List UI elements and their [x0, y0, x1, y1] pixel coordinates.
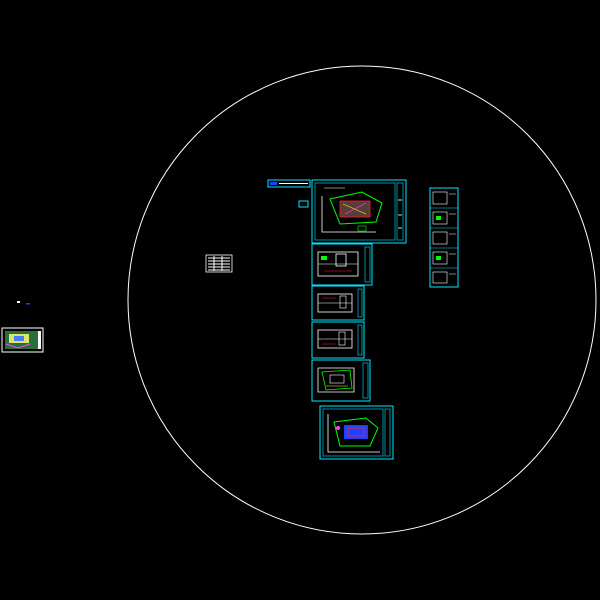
- notes-block[interactable]: [205, 254, 233, 273]
- sheet-floor-plan-2[interactable]: [311, 285, 365, 321]
- sheet-site-plan-main[interactable]: [311, 179, 407, 244]
- sheet-floor-plan-3[interactable]: [311, 321, 365, 359]
- sheet-overview-thumbnail[interactable]: [1, 327, 44, 353]
- sheet-details[interactable]: [429, 187, 459, 288]
- stray-marker[interactable]: [17, 301, 30, 305]
- sheet-floor-plan-4[interactable]: [311, 359, 371, 402]
- title-strip[interactable]: [267, 179, 311, 208]
- sheet-floor-plan-1[interactable]: [311, 243, 373, 286]
- sheet-site-plan-colored[interactable]: [319, 405, 394, 460]
- boundary-circle[interactable]: [127, 65, 597, 535]
